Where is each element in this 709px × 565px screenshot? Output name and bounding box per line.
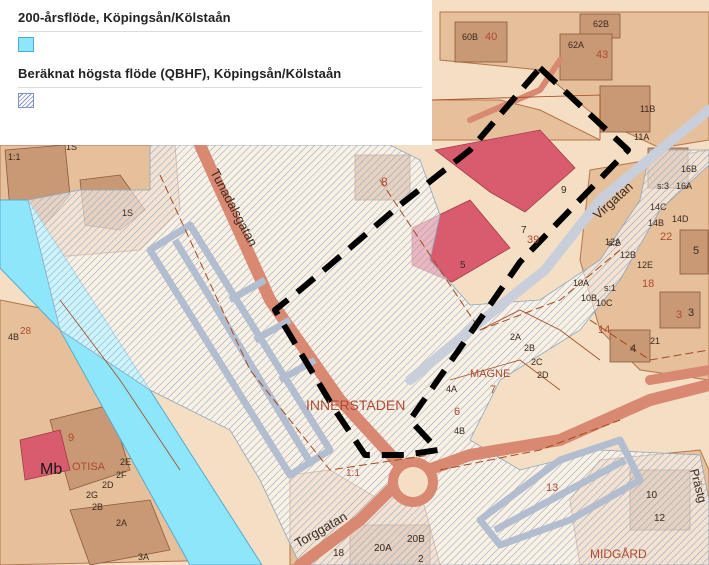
flood-hatch-area	[27, 144, 709, 565]
property-label: 12B	[620, 250, 636, 260]
property-label: 14D	[672, 214, 689, 224]
property-label: 2E	[120, 457, 131, 467]
property-label: 2D	[102, 480, 114, 490]
property-label: 5	[460, 260, 466, 271]
property-label: 28	[20, 326, 32, 337]
property-label: 60B	[462, 32, 478, 42]
property-label: 3	[688, 307, 694, 319]
legend-entry-200-year-flood: 200-årsflöde, Köpingsån/Kölstaån	[18, 10, 422, 52]
property-label: 22	[660, 231, 672, 243]
property-label: 2D	[537, 370, 549, 380]
legend-label-qbhf: Beräknat högsta flöde (QBHF), Köpingsån/…	[18, 66, 342, 81]
property-label: s:2	[608, 238, 620, 248]
property-label: 14C	[650, 202, 667, 212]
property-label: 62B	[593, 19, 609, 29]
property-labels-left: 1S 1S 4B 9 2E 2F 2D 2G 2B 2A 3A 1:1 28	[8, 142, 149, 562]
property-labels-upper-right: 60B 40 62B 62A 43 11B 11A 16B s:3 16A 14…	[462, 19, 699, 355]
property-label: 20B	[407, 534, 425, 545]
property-label: 12A	[605, 237, 621, 247]
property-labels-center: 8 9 7 39 5 2A 2B 2C 2D 7 4A 6 4B 1:1	[346, 175, 567, 479]
property-label: 3A	[138, 552, 149, 562]
property-label: 8	[381, 175, 388, 189]
property-label: 1:1	[8, 152, 21, 162]
property-label: 4	[630, 343, 636, 355]
property-label: 11B	[640, 104, 655, 114]
property-label: 3	[676, 309, 682, 321]
property-label: 2F	[116, 470, 127, 480]
property-label: 2B	[92, 502, 103, 512]
property-label: 21	[650, 336, 660, 346]
district-label-innerstaden: INNERSTADEN	[306, 397, 405, 413]
legend-divider	[18, 87, 422, 88]
legend-divider	[18, 31, 422, 32]
district-label-midgard: MIDGÅRD	[590, 546, 647, 561]
roads	[194, 57, 709, 565]
property-label: 5	[693, 245, 699, 257]
property-label: 4B	[454, 426, 465, 436]
property-label: 14	[598, 324, 610, 336]
property-label: 2A	[510, 332, 521, 342]
property-label: 43	[596, 49, 608, 61]
property-label: 10	[646, 490, 658, 501]
legend-entry-qbhf: Beräknat högsta flöde (QBHF), Köpingsån/…	[18, 66, 422, 108]
property-label: 7	[521, 225, 527, 236]
property-label: 4B	[8, 332, 19, 342]
property-label: 62A	[568, 40, 584, 50]
property-label: 6	[454, 406, 460, 418]
property-label: 12	[654, 513, 666, 524]
property-label: 18	[333, 548, 345, 559]
property-label: 39	[527, 234, 539, 246]
property-label: 2B	[524, 343, 535, 353]
district-label-otisa: OTISA	[72, 461, 106, 473]
property-label: 16A	[676, 181, 692, 191]
property-label: 12E	[637, 260, 653, 270]
map-legend: 200-årsflöde, Köpingsån/Kölstaån Beräkna…	[0, 0, 432, 145]
legend-label-200-year-flood: 200-årsflöde, Köpingsån/Kölstaån	[18, 10, 231, 25]
roundabout-center	[398, 467, 428, 497]
property-label: 1S	[122, 208, 133, 218]
property-label: 10C	[596, 298, 613, 308]
property-labels-lower: 13 10 12 18 20A 20B 2	[333, 482, 666, 565]
property-label: 40	[485, 31, 497, 43]
property-label: 2	[418, 554, 424, 565]
district-label-magne: MAGNE	[470, 368, 510, 380]
property-label: 2C	[531, 357, 543, 367]
hatch-fill-swatch	[18, 93, 34, 108]
property-label: s:1	[604, 283, 616, 293]
study-area-outline	[272, 65, 631, 458]
property-label: 9	[561, 185, 567, 196]
property-label: 18	[642, 278, 654, 290]
property-label: 11A	[634, 132, 649, 142]
flood-fill-swatch	[18, 37, 34, 52]
property-label: 1S	[66, 142, 77, 152]
property-label: 16B	[681, 164, 697, 174]
zone-label-mb: Mb	[40, 461, 62, 478]
property-label: 13	[546, 482, 558, 494]
property-label: 2A	[116, 518, 127, 528]
property-label: 2G	[86, 490, 98, 500]
property-label: 10A	[573, 278, 589, 288]
property-boundaries	[159, 174, 709, 471]
property-label: 1:1	[346, 468, 360, 479]
road-virgatan	[405, 105, 709, 385]
property-label: 9	[68, 432, 74, 444]
property-label: 7	[490, 384, 496, 396]
property-label: 4A	[446, 384, 457, 394]
property-label: s:3	[657, 181, 669, 191]
property-label: 20A	[374, 543, 392, 554]
property-label: 14B	[648, 218, 664, 228]
property-label: 10B	[581, 293, 597, 303]
